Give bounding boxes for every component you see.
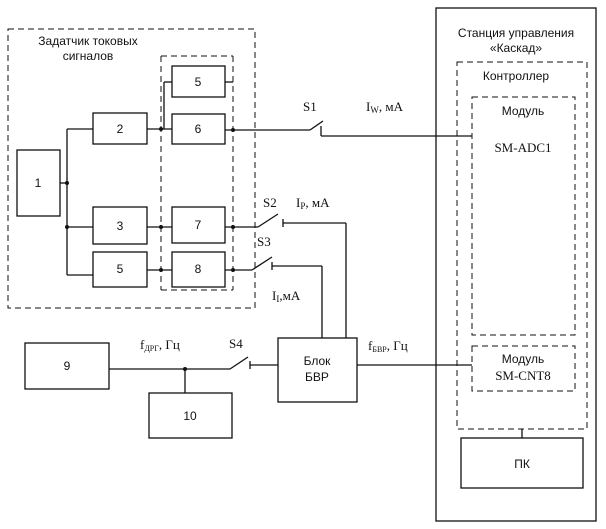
- block-1-label: 1: [35, 176, 42, 190]
- block-6: [171, 113, 226, 145]
- block-2-label: 2: [117, 122, 124, 136]
- block-8-label: 8: [195, 262, 202, 276]
- switch-s4-blade: [229, 356, 249, 370]
- block-5-lower: [92, 251, 148, 288]
- station-title-line2: «Каскад»: [490, 41, 543, 55]
- block-6-label: 6: [195, 122, 202, 136]
- block-2: [92, 112, 148, 145]
- module-cnt-label: Модуль: [502, 352, 545, 366]
- signal-fdrg: fДРГ, Гц: [140, 337, 180, 353]
- block-7: [171, 206, 226, 244]
- switch-s3-blade: [251, 256, 273, 271]
- junction-out-6: [231, 128, 235, 132]
- junction-rail-1: [159, 127, 163, 131]
- controller-title: Контроллер: [483, 69, 550, 83]
- module-cnt-frame: [471, 345, 576, 392]
- generator-title-line1: Задатчик токовых: [38, 34, 137, 48]
- generator-title-line2: сигналов: [63, 49, 114, 63]
- block-bvr-line1: Блок: [304, 354, 332, 368]
- junction-b1: [65, 181, 69, 185]
- junction-rail-3: [159, 268, 163, 272]
- station-frame: [435, 7, 597, 522]
- block-bvr-line2: БВР: [305, 370, 329, 384]
- block-7-label: 7: [195, 218, 202, 232]
- switch-s1-label: S1: [303, 99, 317, 114]
- module-adc-name: SM-ADC1: [494, 140, 551, 155]
- junction-rail-2: [159, 225, 163, 229]
- module-adc-label: Модуль: [502, 104, 545, 118]
- switch-s2-blade: [257, 213, 279, 228]
- pc-box: [460, 437, 584, 489]
- block-10: [148, 392, 233, 439]
- block-8: [171, 251, 226, 288]
- block-3: [92, 206, 148, 245]
- block-5-lower-label: 5: [117, 262, 124, 276]
- block-3-label: 3: [117, 219, 124, 233]
- switch-s4-label: S4: [229, 336, 243, 351]
- pc-label: ПК: [514, 457, 530, 471]
- block-5-upper-label: 5: [195, 75, 202, 89]
- switch-s1-blade: [309, 120, 324, 131]
- signal-ip: IP, мА: [296, 195, 330, 211]
- signal-fbvr: fБВР, Гц: [368, 338, 408, 354]
- block-9-label: 9: [64, 359, 71, 373]
- switch-s3-label: S3: [257, 234, 271, 249]
- signal-iw: IW, мА: [366, 99, 404, 115]
- module-adc-frame: [471, 96, 576, 336]
- junction-out-8: [231, 268, 235, 272]
- block-bvr: [277, 337, 358, 403]
- station-title-line1: Станция управления: [458, 26, 574, 40]
- module-cnt-name: SM-CNT8: [495, 368, 551, 383]
- junction-b3: [65, 225, 69, 229]
- generator-frame: [7, 28, 256, 309]
- block-10-label: 10: [183, 409, 197, 423]
- block-9: [24, 342, 110, 390]
- signal-ii: II,мА: [272, 288, 301, 304]
- switch-s2-label: S2: [263, 195, 277, 210]
- junction-out-7: [231, 225, 235, 229]
